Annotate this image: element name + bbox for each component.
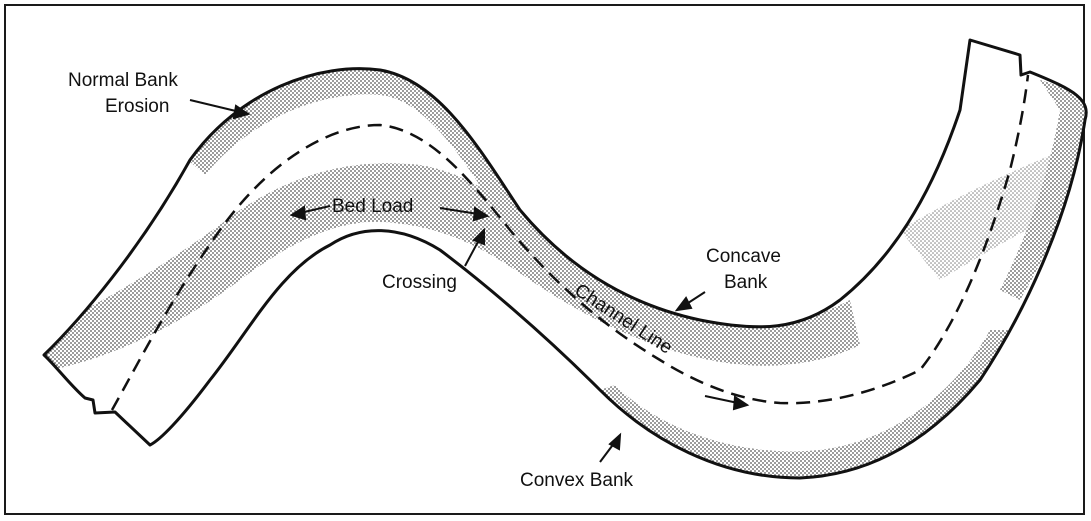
right-bank-stipple [1000, 80, 1087, 300]
pointer-arrows [189, 99, 750, 463]
label-bed-load: Bed Load [332, 196, 414, 217]
river-outline [42, 38, 1088, 480]
label-crossing: Crossing [382, 272, 457, 293]
label-normal-bank: Normal Bank [68, 70, 178, 91]
convex-bank-stipple [600, 330, 1012, 478]
label-convex-bank: Convex Bank [520, 470, 634, 491]
bed-load-band-right [900, 140, 1087, 280]
label-concave: Concave [706, 246, 781, 267]
bank-erosion-band [188, 68, 520, 225]
bed-load-band [44, 163, 860, 372]
label-erosion: Erosion [105, 96, 170, 117]
label-bank: Bank [724, 272, 768, 293]
channel-line-path [110, 74, 1030, 411]
